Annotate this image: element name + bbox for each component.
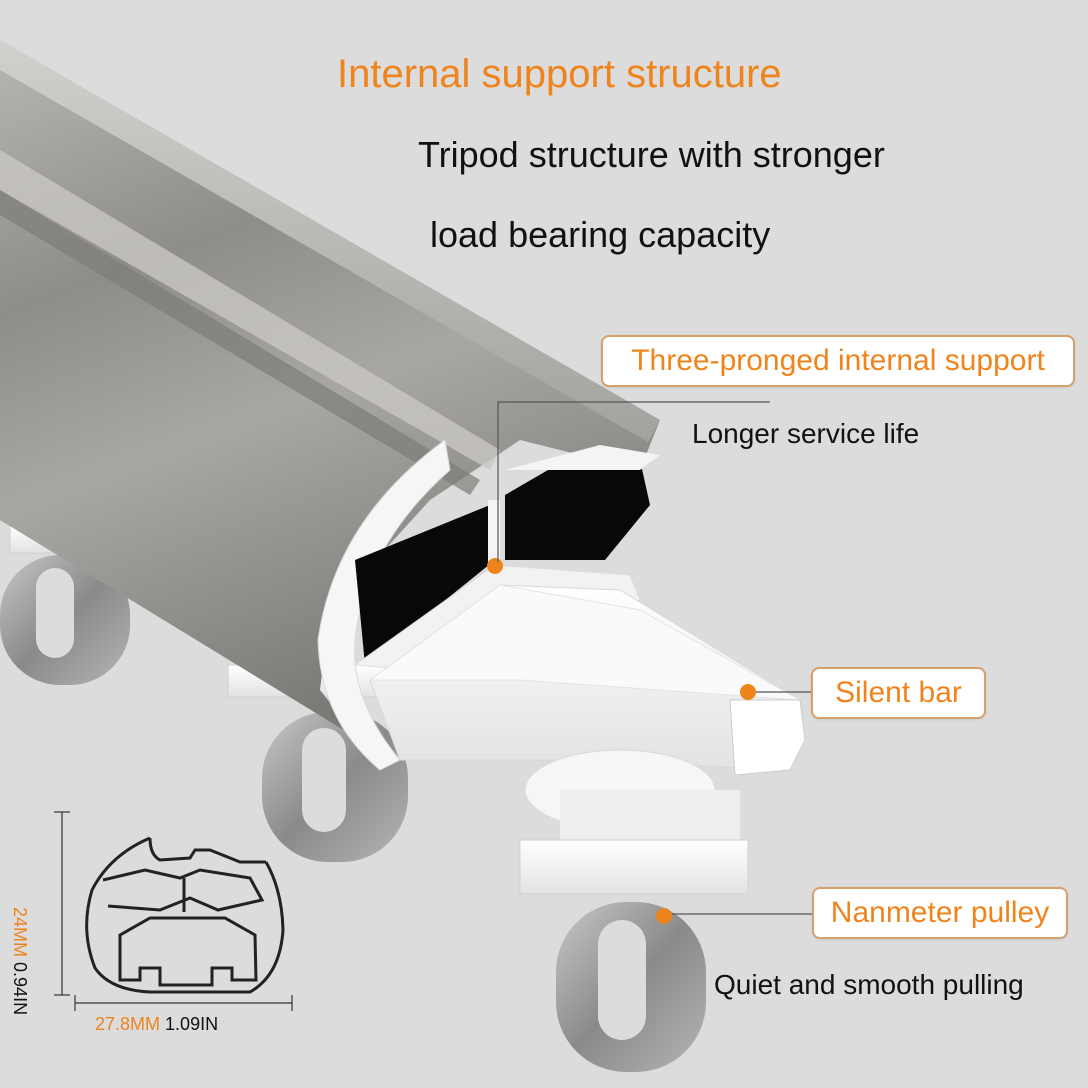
leader-lines xyxy=(497,401,812,915)
callout-label: Three-pronged internal support xyxy=(631,344,1045,377)
width-in: 1.09IN xyxy=(165,1014,219,1034)
height-in: 0.94IN xyxy=(10,962,30,1016)
callout-description-smooth-pulling: Quiet and smooth pulling xyxy=(714,969,1024,1000)
subtitle-line-2: load bearing capacity xyxy=(430,214,771,255)
callout-silent-bar: Silent bar xyxy=(811,667,986,719)
leader-three-pronged xyxy=(497,401,770,562)
aluminium-rail xyxy=(0,40,660,740)
dimension-lines xyxy=(54,811,293,1011)
nanmeter-pulley-illustration xyxy=(519,749,749,1072)
silent-bar-illustration xyxy=(368,584,806,776)
page-title: Internal support structure xyxy=(337,52,782,96)
profile-outline xyxy=(85,836,285,994)
callout-description-service-life: Longer service life xyxy=(692,418,920,449)
callout-label: Nanmeter pulley xyxy=(830,896,1050,929)
width-dimension-label: 27.8MM 1.09IN xyxy=(95,1014,218,1035)
height-dimension-label: 24MM 0.94IN xyxy=(9,907,30,1015)
callout-nanmeter-pulley: Nanmeter pulley xyxy=(812,887,1068,939)
callout-label: Silent bar xyxy=(835,676,962,709)
subtitle-line-1: Tripod structure with stronger xyxy=(418,134,885,175)
profile-dimension-drawing xyxy=(54,811,293,1011)
width-mm: 27.8MM xyxy=(95,1014,161,1034)
callout-three-pronged-support: Three-pronged internal support xyxy=(601,335,1075,387)
height-mm: 24MM xyxy=(10,907,30,958)
